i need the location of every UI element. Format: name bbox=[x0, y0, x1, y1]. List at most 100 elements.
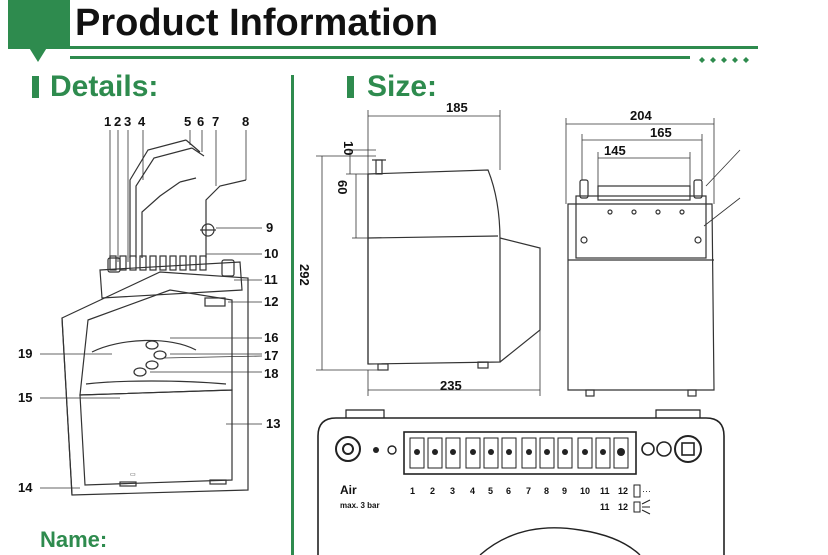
panel-bottom-arc bbox=[479, 527, 641, 555]
header-accent-block bbox=[8, 0, 70, 46]
callout-13: 13 bbox=[266, 416, 280, 431]
front-view-dimensions bbox=[565, 118, 741, 227]
knob-3 bbox=[145, 360, 159, 370]
callout-11: 11 bbox=[264, 272, 278, 287]
side-body-upper bbox=[367, 169, 501, 365]
dim-165: 165 bbox=[650, 125, 672, 140]
header-sub-rule bbox=[70, 56, 690, 59]
header-diamond-dots bbox=[699, 57, 749, 63]
panel-outline bbox=[317, 417, 725, 555]
hose-arm-3 bbox=[141, 181, 181, 258]
callout-12: 12 bbox=[264, 294, 278, 309]
port-label-10: 10 bbox=[580, 486, 590, 496]
port-label-7: 7 bbox=[526, 486, 531, 496]
callout-3: 3 bbox=[124, 114, 131, 129]
panel-seam bbox=[85, 380, 227, 385]
side-view-drawing bbox=[367, 159, 541, 371]
port-label-12: 12 bbox=[618, 486, 628, 496]
callout-2: 2 bbox=[114, 114, 121, 129]
callout-9: 9 bbox=[266, 220, 273, 235]
air-label: Air bbox=[340, 483, 357, 497]
svg-text:▭: ▭ bbox=[130, 472, 136, 478]
side-port-2 bbox=[656, 441, 672, 457]
knob-2 bbox=[153, 350, 167, 360]
manifold-block bbox=[99, 261, 243, 299]
front-connector-bank bbox=[597, 185, 691, 201]
port-label-2: 2 bbox=[430, 486, 435, 496]
dim-235: 235 bbox=[440, 378, 462, 393]
details-marker bbox=[32, 76, 39, 98]
right-handle bbox=[221, 259, 235, 277]
manifold-valve-knobs bbox=[414, 448, 625, 456]
port-label-11: 11 bbox=[600, 486, 610, 496]
callout-1: 1 bbox=[104, 114, 111, 129]
side-door-panel bbox=[499, 237, 541, 363]
callout-8: 8 bbox=[242, 114, 249, 129]
dim-292: 292 bbox=[297, 264, 312, 286]
dim-185: 185 bbox=[446, 100, 468, 115]
port-label-3: 3 bbox=[450, 486, 455, 496]
callout-6: 6 bbox=[197, 114, 204, 129]
panel-labels: Air max. 3 bar 1 2 3 4 5 6 7 8 9 10 11 1… bbox=[340, 483, 628, 512]
side-foot-right bbox=[477, 361, 489, 369]
front-manifold-plate bbox=[575, 195, 707, 259]
callout-10: 10 bbox=[264, 246, 278, 261]
port-label-8: 8 bbox=[544, 486, 549, 496]
front-handle-right bbox=[693, 179, 703, 199]
manifold-bank bbox=[403, 431, 637, 475]
front-foot-left bbox=[585, 389, 595, 397]
side-body-seam bbox=[367, 235, 499, 239]
control-curve bbox=[91, 339, 197, 353]
machine-illustration: ▭ bbox=[61, 139, 249, 496]
hose-arm-2 bbox=[135, 147, 193, 258]
side-fitting bbox=[375, 159, 383, 175]
callout-18: 18 bbox=[264, 366, 278, 381]
panel-top-tabs bbox=[345, 409, 701, 418]
header-decoration bbox=[8, 0, 758, 63]
callout-7: 7 bbox=[212, 114, 219, 129]
port-label-5: 5 bbox=[488, 486, 493, 496]
port-icon-dots bbox=[633, 484, 641, 498]
port-label-6: 6 bbox=[506, 486, 511, 496]
secondary-port-12: 12 bbox=[618, 502, 628, 512]
manifold-connectors bbox=[109, 255, 207, 271]
pressure-label: max. 3 bar bbox=[340, 501, 380, 510]
machine-lower-panel bbox=[79, 389, 233, 486]
callout-17: 17 bbox=[264, 348, 278, 363]
left-handle bbox=[107, 257, 121, 273]
front-foot-right bbox=[687, 389, 697, 397]
indicator-dot bbox=[373, 447, 379, 453]
hose-arm-1 bbox=[129, 139, 187, 258]
hose-tip-1 bbox=[185, 139, 205, 157]
foot-left bbox=[119, 481, 137, 487]
callout-15: 15 bbox=[18, 390, 32, 405]
manifold-valves bbox=[409, 437, 629, 469]
size-marker bbox=[347, 76, 354, 98]
header-rule bbox=[8, 46, 758, 49]
knob-4 bbox=[133, 367, 147, 377]
side-view-labels: 185 235 292 10 60 bbox=[297, 100, 468, 393]
name-section-title: Name: bbox=[40, 527, 108, 552]
dim-10: 10 bbox=[341, 141, 356, 155]
callout-numbers: 1 2 3 4 5 6 7 8 9 10 11 12 13 14 15 16 1… bbox=[18, 114, 280, 495]
callout-5: 5 bbox=[184, 114, 191, 129]
side-view-dimensions bbox=[316, 110, 541, 396]
size-section-title: Size: bbox=[367, 70, 438, 103]
foot-right bbox=[209, 479, 227, 485]
callout-leaders bbox=[40, 130, 263, 489]
hose-arm-4 bbox=[205, 179, 247, 258]
secondary-port-11: 11 bbox=[600, 502, 610, 512]
knob-1 bbox=[145, 340, 159, 350]
dim-204: 204 bbox=[630, 108, 652, 123]
dim-60: 60 bbox=[335, 180, 350, 194]
front-view-drawing bbox=[567, 179, 715, 397]
section-divider bbox=[291, 75, 294, 555]
port-label-9: 9 bbox=[562, 486, 567, 496]
callout-4: 4 bbox=[138, 114, 146, 129]
dim-145: 145 bbox=[604, 143, 626, 158]
front-body bbox=[567, 203, 715, 391]
hose-tip-2 bbox=[179, 177, 197, 183]
label-plate bbox=[204, 297, 226, 307]
